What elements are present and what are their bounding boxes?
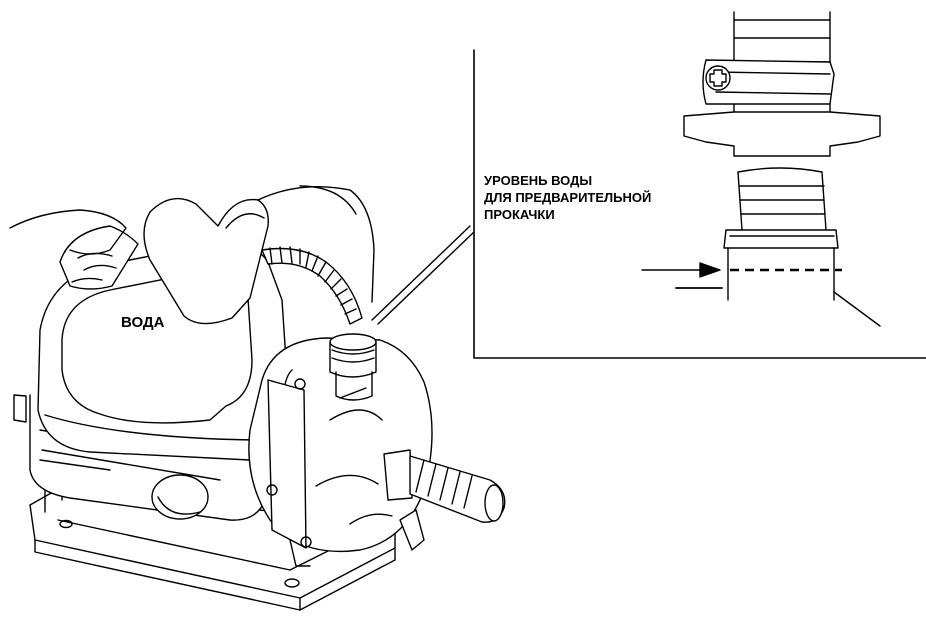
- hand-and-handle: [9, 209, 139, 290]
- priming-port: [329, 333, 377, 401]
- discharge-fitting: [383, 449, 506, 523]
- water-label: ВОДА: [121, 314, 165, 331]
- prime-level-line-3: ПРОКАЧКИ: [484, 207, 555, 222]
- leader-lines: [371, 225, 475, 325]
- prime-level-label: УРОВЕНЬ ВОДЫ ДЛЯ ПРЕДВАРИТЕЛЬНОЙ ПРОКАЧК…: [484, 172, 651, 223]
- inset-port: [723, 167, 881, 327]
- arrow-right-icon: [641, 262, 723, 289]
- screw-icon: [705, 65, 731, 91]
- prime-level-line-1: УРОВЕНЬ ВОДЫ: [484, 173, 593, 188]
- inset-hose: [683, 11, 881, 157]
- prime-level-line-2: ДЛЯ ПРЕДВАРИТЕЛЬНОЙ: [484, 190, 652, 205]
- pour-hose: [261, 246, 363, 325]
- water-jug: [143, 185, 375, 325]
- inset-frame: [473, 49, 926, 359]
